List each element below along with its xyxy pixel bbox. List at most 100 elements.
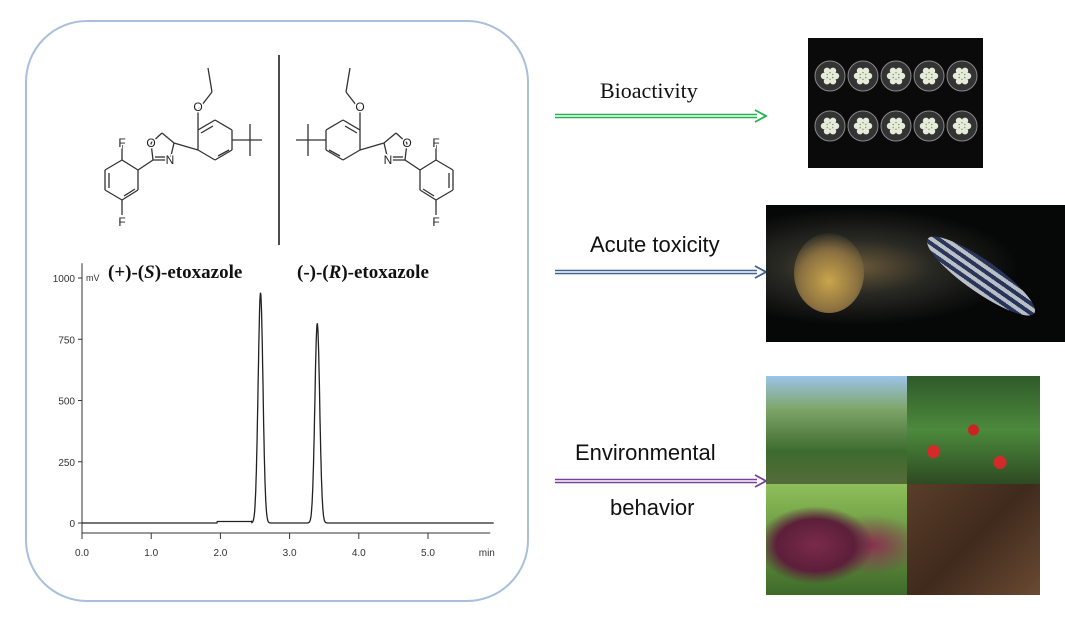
- atom-label: O: [146, 136, 155, 150]
- bond: [325, 119, 344, 131]
- daphnia: [794, 233, 864, 313]
- leaf-disc: [829, 67, 837, 75]
- atom-label: F: [432, 136, 439, 150]
- leaf-disc: [823, 77, 831, 85]
- leaf-disc: [820, 72, 828, 80]
- atom-label: F: [432, 215, 439, 229]
- bond: [422, 188, 435, 197]
- bond: [214, 149, 233, 161]
- leaf-disc: [862, 77, 870, 85]
- bond: [137, 159, 154, 171]
- bond: [150, 142, 154, 161]
- config-letter: R: [328, 262, 342, 283]
- leaf-disc: [889, 127, 897, 135]
- bond: [104, 189, 123, 201]
- daphnia-zebrafish-photo: [766, 205, 1065, 342]
- bond: [342, 119, 361, 131]
- bond: [419, 189, 437, 201]
- leaf-disc: [856, 127, 864, 135]
- leaf-disc: [823, 127, 831, 135]
- leaf-disc: [919, 72, 927, 80]
- leaf-disc: [961, 77, 969, 85]
- leaf-disc: [856, 67, 864, 75]
- leaf-disc: [928, 117, 936, 125]
- bioassay-plate-photo: [808, 38, 983, 168]
- arrow-head: [754, 474, 768, 488]
- bond: [435, 159, 454, 171]
- bond: [383, 142, 389, 161]
- leaf-disc: [895, 117, 903, 125]
- x-tick-label: 0.0: [75, 548, 89, 559]
- leaf-disc: [955, 67, 963, 75]
- bond: [121, 159, 139, 171]
- leaf-disc: [832, 72, 840, 80]
- leaf-disc: [961, 67, 969, 75]
- atom-label: O: [402, 136, 411, 150]
- y-tick-label: 0: [69, 519, 75, 530]
- leaf-disc: [922, 77, 930, 85]
- chromatogram-trace: [82, 292, 494, 524]
- leaf-disc: [832, 122, 840, 130]
- leaf-disc: [959, 73, 965, 79]
- arrows: [555, 109, 768, 488]
- acute-toxicity-label: Acute toxicity: [590, 232, 720, 257]
- y-tick-label: 1000: [53, 274, 76, 285]
- bond: [169, 142, 175, 161]
- bond: [197, 91, 213, 111]
- arrow-head: [754, 265, 768, 279]
- apple-orchard-photo: [766, 376, 907, 484]
- atom-label: N: [166, 153, 175, 167]
- label-prefix: (+)-(: [108, 262, 145, 283]
- bond: [435, 189, 454, 201]
- leaf-disc: [931, 122, 939, 130]
- atom-label: O: [355, 100, 364, 114]
- y-tick-label: 750: [58, 335, 75, 346]
- atom-label: N: [384, 153, 393, 167]
- leaf-disc: [893, 73, 899, 79]
- bond: [345, 91, 361, 111]
- leaf-disc: [823, 67, 831, 75]
- leaf-disc: [928, 77, 936, 85]
- leaf-disc: [862, 67, 870, 75]
- leaf-disc: [928, 67, 936, 75]
- x-tick-label: 3.0: [283, 548, 297, 559]
- leaf-disc: [827, 73, 833, 79]
- bond: [359, 142, 385, 151]
- r-enantiomer-label: (-)-(R)-etoxazole: [297, 262, 429, 284]
- leaf-disc: [952, 122, 960, 130]
- bond: [123, 188, 136, 197]
- leaf-disc: [862, 127, 870, 135]
- config-letter: S: [144, 262, 155, 283]
- bond: [328, 149, 341, 157]
- bond: [200, 125, 214, 134]
- atom-label: F: [118, 215, 125, 229]
- leaf-disc: [919, 122, 927, 130]
- leaf-disc: [922, 127, 930, 135]
- leaf-disc: [952, 72, 960, 80]
- bond: [197, 119, 216, 131]
- leaf-disc: [895, 77, 903, 85]
- bond: [395, 132, 408, 144]
- leaf-disc: [860, 73, 866, 79]
- bond: [419, 159, 437, 171]
- soil-photo: [907, 484, 1040, 595]
- bond: [150, 132, 163, 144]
- leaf-disc: [856, 77, 864, 85]
- bond: [344, 125, 358, 134]
- bond: [342, 149, 361, 161]
- leaf-disc: [860, 123, 866, 129]
- leaf-disc: [922, 117, 930, 125]
- x-tick-label: 1.0: [144, 548, 158, 559]
- s-enantiomer-label: (+)-(S)-etoxazole: [108, 262, 242, 284]
- bond: [325, 149, 344, 161]
- leaf-disc: [961, 127, 969, 135]
- leaf-disc: [856, 117, 864, 125]
- bond: [161, 132, 175, 144]
- bond: [345, 67, 351, 93]
- bond: [217, 149, 230, 157]
- strawberry-photo: [907, 376, 1040, 484]
- leaf-disc: [865, 122, 873, 130]
- leaf-disc: [898, 72, 906, 80]
